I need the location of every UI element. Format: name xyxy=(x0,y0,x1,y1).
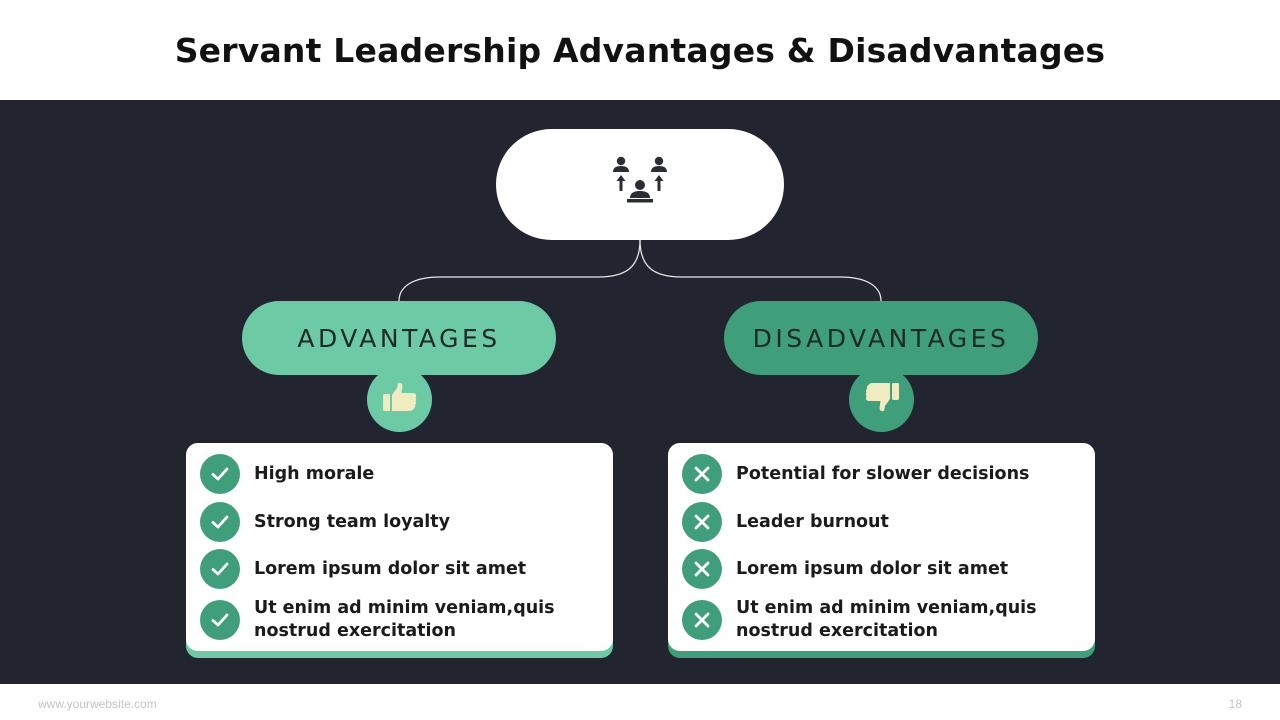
list-item: Strong team loyalty xyxy=(200,502,606,542)
connector-lines xyxy=(398,239,882,302)
check-icon xyxy=(200,549,240,589)
disadvantages-list: Potential for slower decisions Leader bu… xyxy=(668,443,1095,651)
check-icon xyxy=(200,600,240,640)
leadership-hub xyxy=(496,129,784,240)
x-mark-icon xyxy=(682,600,722,640)
disadvantages-card: Potential for slower decisions Leader bu… xyxy=(668,443,1095,658)
check-icon xyxy=(200,502,240,542)
list-item: Ut enim ad minim veniam,quis nostrud exe… xyxy=(200,597,606,643)
thumbs-down-icon xyxy=(864,382,900,417)
list-item: Lorem ipsum dolor sit amet xyxy=(200,549,606,589)
disadvantage-text: Ut enim ad minim veniam,quis nostrud exe… xyxy=(736,598,1037,641)
disadvantage-text: Leader burnout xyxy=(736,511,889,532)
advantages-card: High morale Strong team loyalty Lorem ip… xyxy=(186,443,613,658)
check-icon xyxy=(200,454,240,494)
page-number: 18 xyxy=(1228,697,1242,711)
footer-website: www.yourwebsite.com xyxy=(38,697,157,711)
list-item: Leader burnout xyxy=(682,502,1088,542)
team-leader-icon xyxy=(611,156,669,213)
disadvantages-header: DISADVANTAGES xyxy=(724,301,1038,375)
list-item: Potential for slower decisions xyxy=(682,454,1088,494)
slide-title: Servant Leadership Advantages & Disadvan… xyxy=(174,30,1106,70)
advantages-header: ADVANTAGES xyxy=(242,301,556,375)
advantage-text: Lorem ipsum dolor sit amet xyxy=(254,558,527,579)
list-item: Ut enim ad minim veniam,quis nostrud exe… xyxy=(682,597,1088,643)
x-mark-icon xyxy=(682,549,722,589)
disadvantage-text: Potential for slower decisions xyxy=(736,463,1030,484)
list-item: High morale xyxy=(200,454,606,494)
advantages-badge xyxy=(367,367,432,432)
x-mark-icon xyxy=(682,454,722,494)
slide-body: ADVANTAGES DISADVANTAGES xyxy=(0,100,1280,684)
disadvantage-text: Lorem ipsum dolor sit amet xyxy=(736,558,1009,579)
advantage-text: Ut enim ad minim veniam,quis nostrud exe… xyxy=(254,598,555,641)
title-bar: Servant Leadership Advantages & Disadvan… xyxy=(0,0,1280,100)
list-item: Lorem ipsum dolor sit amet xyxy=(682,549,1088,589)
x-mark-icon xyxy=(682,502,722,542)
advantages-list: High morale Strong team loyalty Lorem ip… xyxy=(186,443,613,651)
advantage-text: High morale xyxy=(254,463,375,484)
disadvantages-badge xyxy=(849,367,914,432)
thumbs-up-icon xyxy=(382,382,418,417)
advantage-text: Strong team loyalty xyxy=(254,511,451,532)
